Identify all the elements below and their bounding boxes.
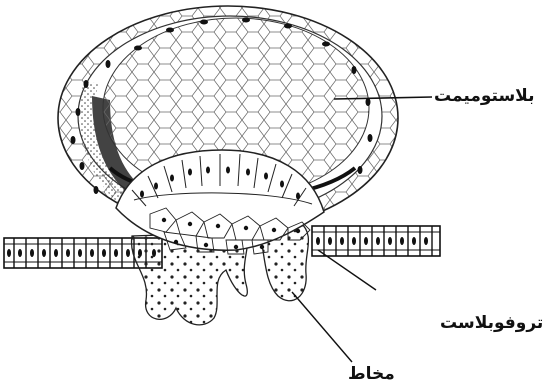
leader-mucosa [292, 292, 352, 362]
label-blastomeres: بلاستومیمت [434, 86, 534, 106]
label-mucosa: مخاط [348, 364, 395, 384]
epithelium-right [312, 226, 440, 256]
label-trophoblast: تروفوبلاست [440, 313, 543, 333]
